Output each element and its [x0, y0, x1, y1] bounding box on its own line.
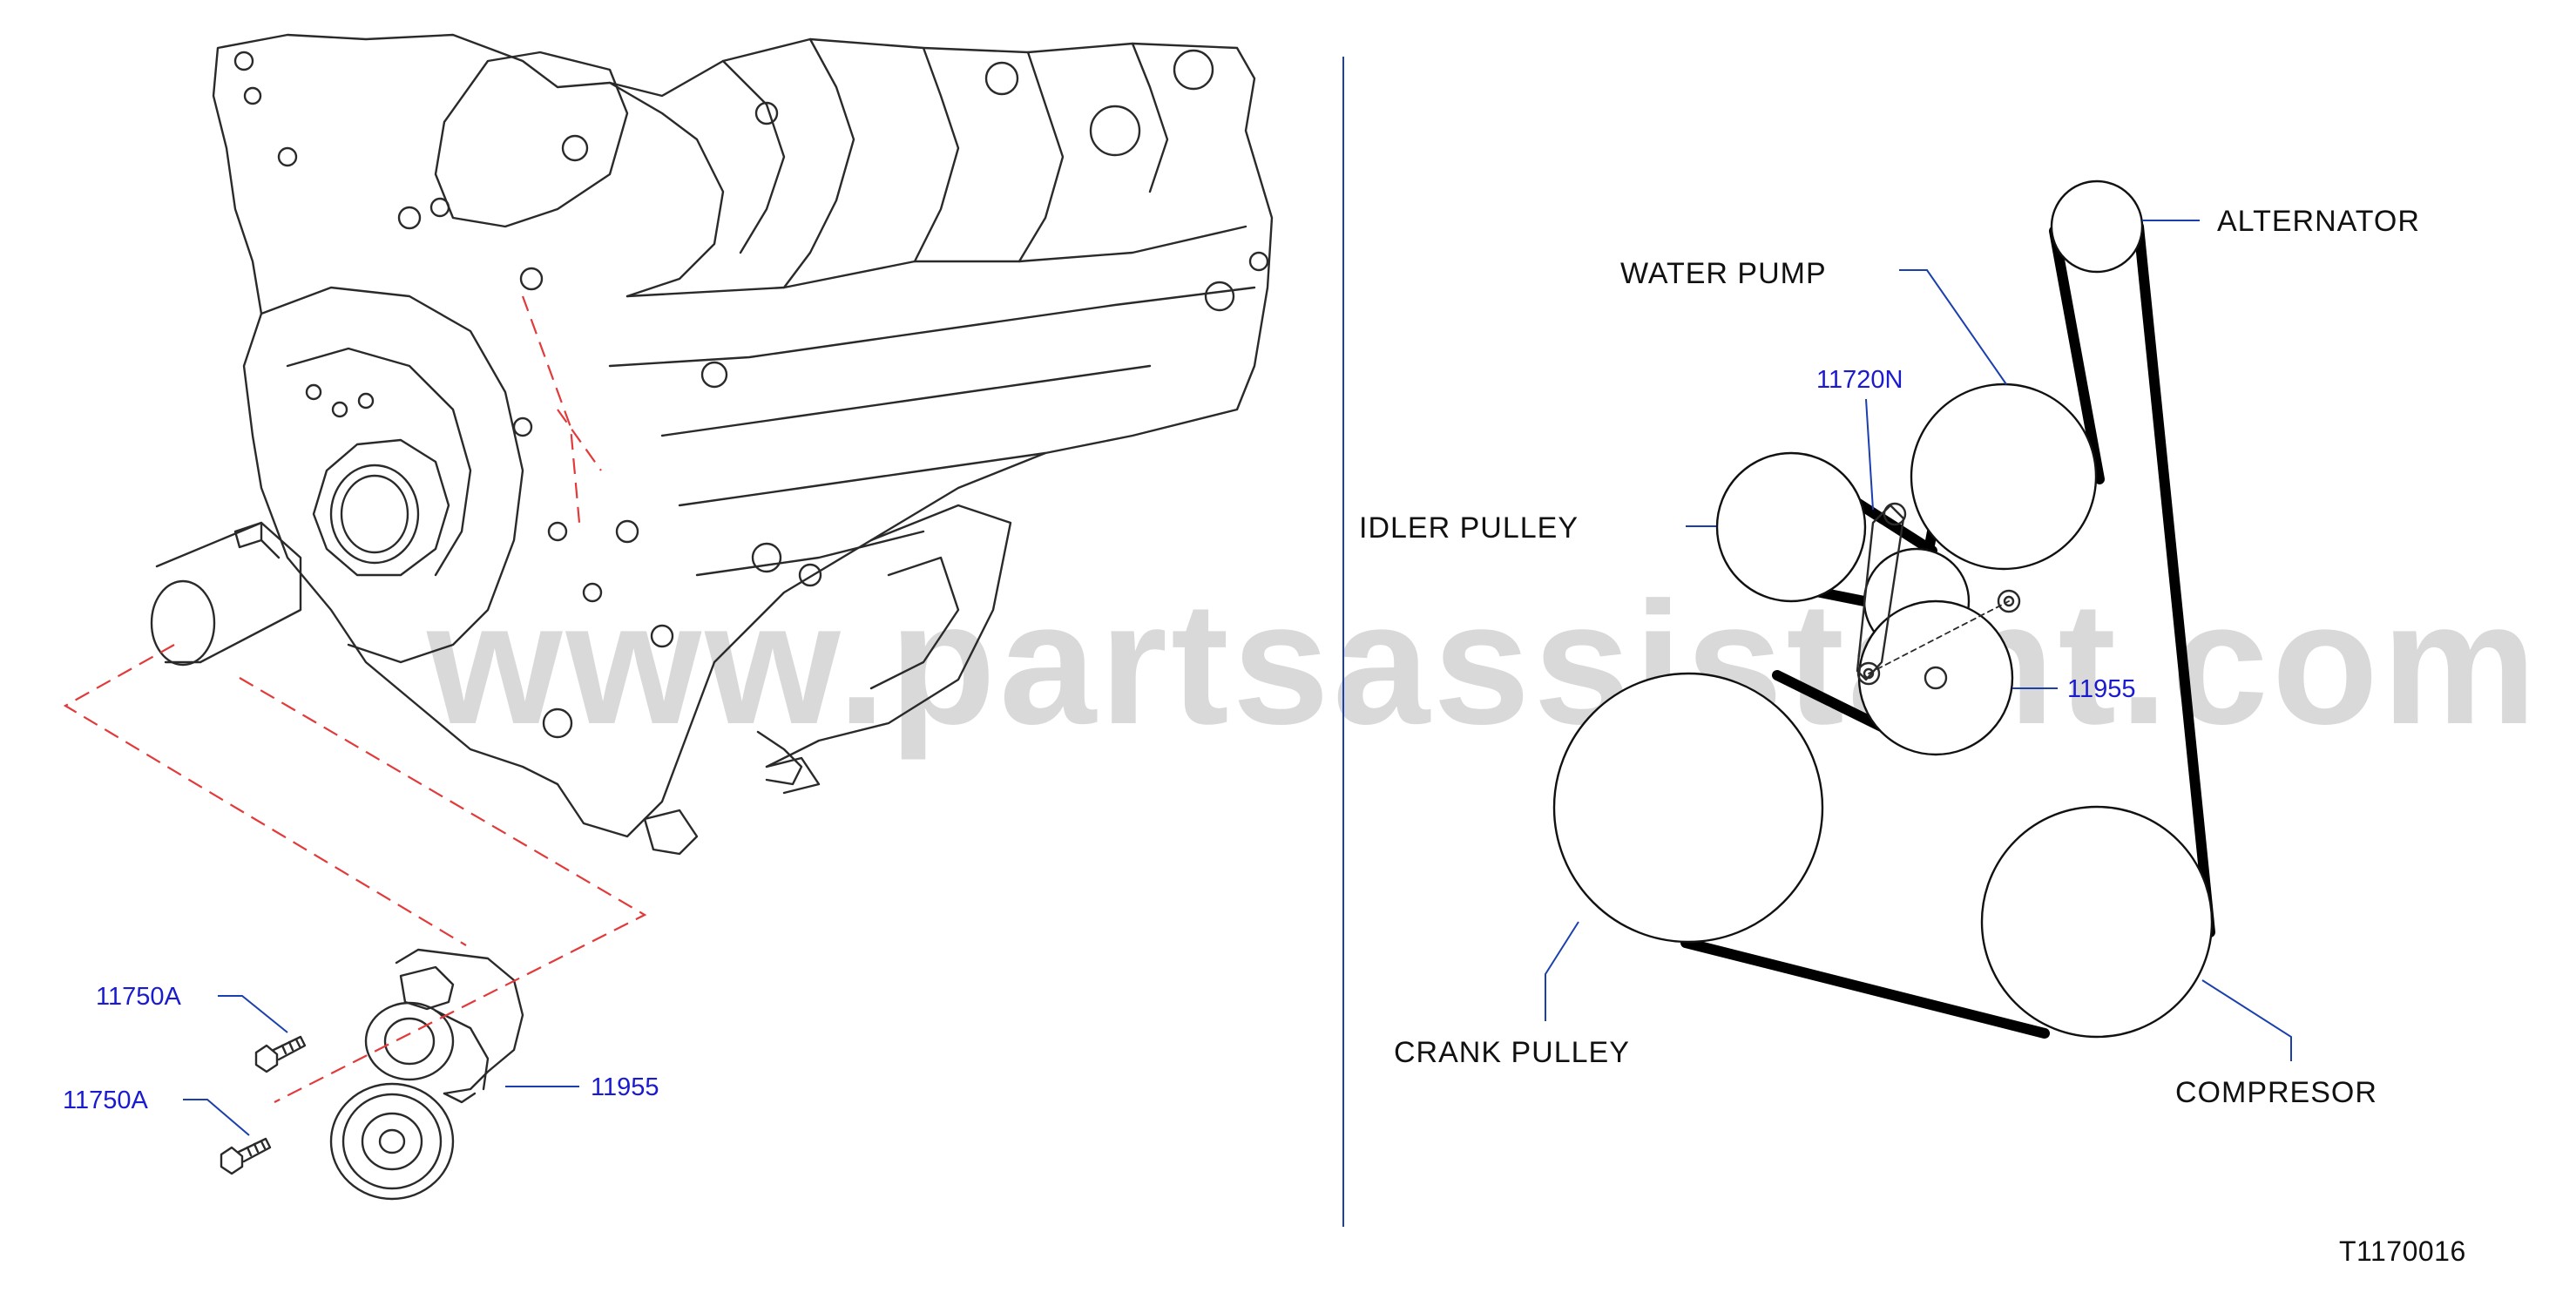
label-idler-part: 11720N — [1816, 366, 1903, 511]
label-idler-pulley: IDLER PULLEY — [1359, 511, 1716, 545]
label-crank-pulley: CRANK PULLEY — [1394, 921, 1630, 1069]
callout-11750A-upper: 11750A — [96, 983, 288, 1033]
assembly-dashed-lines — [63, 295, 647, 1103]
part-number-11955-left: 11955 — [591, 1073, 659, 1101]
part-number-11720N: 11720N — [1816, 366, 1903, 394]
callout-11955-left: 11955 — [505, 1073, 659, 1101]
label-crank-pulley-text: CRANK PULLEY — [1394, 1036, 1630, 1069]
water-pump-pulley — [1910, 382, 2098, 571]
part-number-11955-right: 11955 — [2067, 675, 2136, 703]
bolt-upper-illustration — [254, 1035, 307, 1073]
part-number-11750A-upper: 11750A — [96, 983, 181, 1011]
tensioner-pulley — [1857, 599, 2014, 756]
bolt-lower-illustration — [220, 1137, 272, 1175]
callout-11750A-lower: 11750A — [63, 1087, 250, 1136]
label-alternator: ALTERNATOR — [2142, 205, 2420, 238]
label-tensioner-part: 11955 — [2012, 675, 2136, 703]
part-number-11750A-lower: 11750A — [63, 1087, 148, 1114]
label-compressor: COMPRESOR — [2175, 979, 2377, 1109]
label-alternator-text: ALTERNATOR — [2217, 205, 2420, 238]
tensioner-assembly-illustration — [329, 948, 524, 1201]
crank-pulley — [1552, 672, 1824, 944]
diagram-id: T1170016 — [2339, 1235, 2466, 1267]
idler-pulley — [1715, 451, 1867, 603]
tensioner-arm — [1856, 502, 2021, 690]
belt-routing-diagram — [1552, 179, 2215, 1039]
label-compressor-text: COMPRESOR — [2175, 1076, 2377, 1109]
watermark: www.partsassistant.com — [426, 566, 2540, 761]
compressor-pulley — [1980, 805, 2214, 1039]
label-water-pump-text: WATER PUMP — [1620, 257, 1827, 290]
engine-block-illustration — [150, 33, 1274, 856]
alternator-pulley — [2050, 179, 2144, 274]
label-water-pump: WATER PUMP — [1620, 257, 2007, 385]
label-idler-pulley-text: IDLER PULLEY — [1359, 511, 1579, 545]
